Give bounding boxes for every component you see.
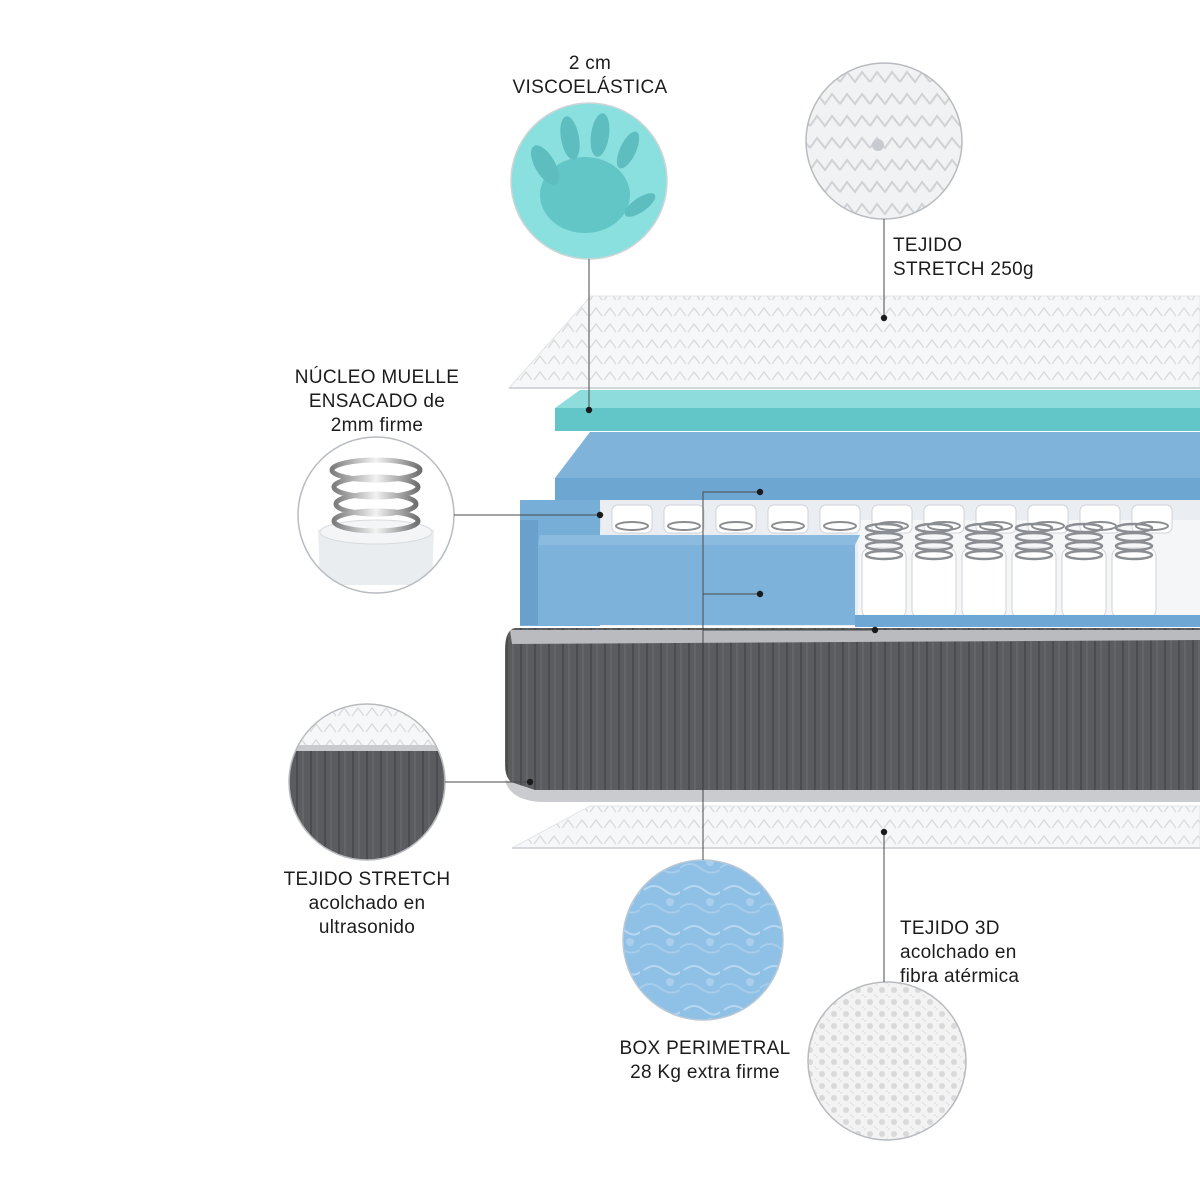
visco-label-line: 2 cm	[568, 53, 612, 74]
box-perimetral-bottom	[855, 615, 1200, 627]
leader-dots	[526, 314, 888, 836]
side-fabric-icon	[288, 703, 446, 861]
box-perimetral-top	[538, 535, 860, 545]
spring-pocket	[715, 504, 757, 534]
spring-coil	[667, 521, 701, 531]
box-perimetral-side	[520, 520, 538, 625]
spring-pocket	[819, 504, 861, 534]
spring-coil	[927, 521, 961, 531]
spring-pocket	[1131, 504, 1173, 534]
bottom-3d-fabric	[511, 805, 1200, 849]
spring-coil	[1064, 549, 1104, 561]
memory-foam-handprint-icon	[510, 102, 668, 260]
spring-coil	[1014, 549, 1054, 561]
foam-layer	[555, 432, 1200, 478]
nucleo-muelle-label: NÚCLEO MUELLE ENSACADO de 2mm firme	[272, 366, 482, 438]
stretch-side-label-line: ultrasonido	[318, 917, 416, 938]
box-label-line: BOX PERIMETRAL	[619, 1038, 791, 1059]
spring-pockets	[559, 504, 1200, 620]
tejido-3d-label: TEJIDO 3D acolchado en fibra atérmica	[900, 917, 1019, 989]
spring-coil	[914, 549, 954, 561]
box-perimetral-front	[538, 545, 855, 625]
visco-layer-front	[555, 408, 1200, 431]
spring-pocket	[663, 504, 705, 534]
mesh-fabric-icon	[807, 981, 967, 1141]
blue-foam-icon	[622, 859, 784, 1021]
spring-pocket	[1027, 504, 1069, 534]
spring-pocket	[1079, 504, 1121, 534]
spring-pocket	[611, 504, 653, 534]
tejido-top-label-line: STRETCH 250g	[893, 259, 1034, 280]
box-label-line: 28 Kg extra firme	[630, 1062, 780, 1083]
nucleo-label-line: 2mm firme	[330, 415, 424, 436]
stretch-side-label-line: acolchado en	[308, 893, 426, 914]
visco-layer	[555, 390, 1200, 408]
tejido-top-label-line: TEJIDO	[893, 235, 963, 256]
tejido-stretch-top-label: TEJIDO STRETCH 250g	[893, 234, 1034, 282]
side-fabric	[505, 628, 1200, 790]
spring-coil	[615, 521, 649, 531]
spring-pocket	[767, 504, 809, 534]
nucleo-label-line: NÚCLEO MUELLE	[294, 367, 460, 388]
spring-coil	[823, 521, 857, 531]
foam-layer-front	[555, 478, 1200, 500]
quilted-fabric-icon	[805, 62, 963, 220]
tejido3d-label-line: acolchado en	[900, 942, 1017, 963]
mattress	[505, 295, 1200, 849]
tejido3d-label-line: TEJIDO 3D	[900, 918, 1000, 939]
pocket-spring-icon	[297, 436, 455, 594]
tejido3d-label-line: fibra atérmica	[900, 966, 1020, 987]
spring-coil	[719, 521, 753, 531]
visco-label: 2 cm VISCOELÁSTICA	[490, 52, 690, 100]
spring-coil	[964, 549, 1004, 561]
spring-coil	[1114, 549, 1154, 561]
stretch-side-label-line: TEJIDO STRETCH	[283, 869, 451, 890]
tejido-stretch-side-label: TEJIDO STRETCH acolchado en ultrasonido	[272, 868, 462, 940]
spring-coil	[771, 521, 805, 531]
top-fabric-layer	[507, 295, 1200, 389]
visco-label-line: VISCOELÁSTICA	[512, 77, 668, 98]
spring-coil	[875, 521, 909, 531]
box-perimetral-label: BOX PERIMETRAL 28 Kg extra firme	[600, 1037, 810, 1085]
nucleo-label-line: ENSACADO de	[308, 391, 446, 412]
spring-coil	[864, 549, 904, 561]
leader-lines	[445, 219, 885, 982]
